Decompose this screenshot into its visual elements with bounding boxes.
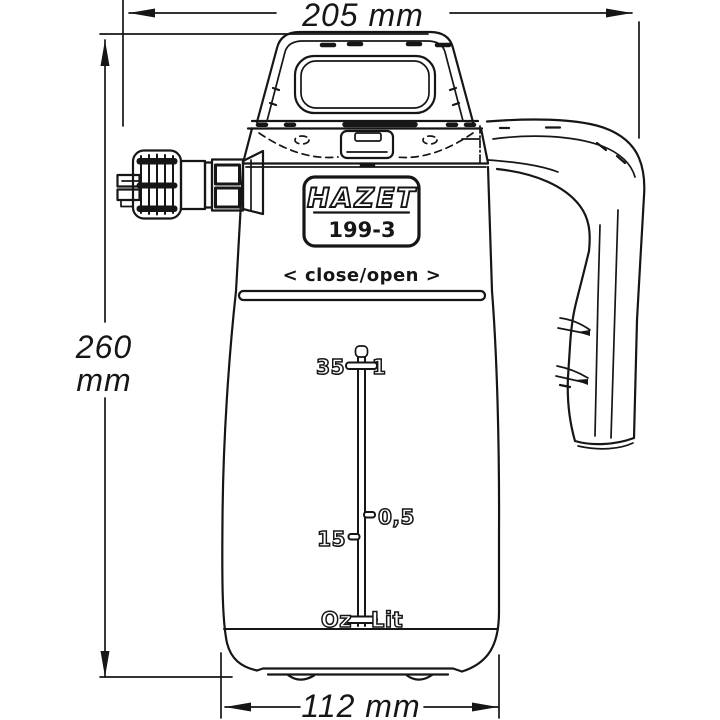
bottle-left-edge	[221, 289, 259, 672]
nozzle-cylinder	[179, 159, 207, 211]
arrowhead-right	[472, 702, 498, 712]
scale-label-35: 35	[316, 355, 345, 379]
height-unit-label: mm	[76, 362, 131, 398]
carry-handle	[255, 30, 475, 124]
bottle-body	[221, 289, 501, 681]
bottle-right-edge	[460, 289, 501, 673]
measuring-scale: 35 1 0,5 15 Oz Lit	[315, 345, 415, 633]
nozzle-window-upper	[214, 163, 241, 186]
grip-rib-line-1	[594, 224, 601, 437]
finger-notch-upper	[557, 317, 591, 336]
model-number: 199-3	[328, 218, 395, 242]
pump-latch-button	[354, 132, 382, 142]
scale-tube-cap	[354, 345, 369, 358]
dimension-height: 260 mm	[75, 33, 429, 678]
nozzle-window-lower	[214, 186, 241, 209]
collar-seam	[237, 289, 487, 302]
carry-handle-leg-marks	[268, 86, 461, 107]
scale-mark-upper-cross	[345, 361, 378, 370]
grip-edge-dashes	[595, 141, 627, 165]
nozzle-prong-lower	[116, 188, 141, 202]
grip-rib-line-2	[610, 209, 619, 439]
pump-head-sides	[241, 127, 490, 165]
spray-nozzle	[116, 149, 265, 220]
scale-mark-bottom-cross	[345, 615, 378, 624]
scale-unit-lit: Lit	[371, 608, 403, 632]
knurl-bands	[136, 158, 178, 212]
nozzle-knurled-cap	[131, 149, 183, 220]
grip-bottom-edge	[573, 436, 636, 446]
base-foot-left	[286, 673, 316, 681]
arrowhead-right	[606, 8, 632, 18]
carry-handle-grip-dashes	[319, 41, 452, 48]
pump-head	[234, 119, 494, 302]
arrowhead-up	[100, 40, 110, 66]
collar-open-close-label: < close/open >	[283, 265, 442, 286]
arrowhead-left	[225, 702, 251, 712]
scale-label-1: 1	[372, 355, 386, 379]
carry-handle-opening-inner	[300, 60, 430, 109]
grip-outer-edge	[485, 118, 646, 440]
pump-latch	[339, 129, 395, 160]
dimension-top-width: 205 mm	[122, 0, 640, 139]
nozzle-prong-foot	[120, 199, 134, 208]
pump-head-hidden-edges	[258, 132, 474, 159]
bottom-width-label: 112 mm	[301, 688, 420, 720]
height-value-label: 260	[75, 329, 132, 365]
base-plate-upper	[255, 667, 464, 673]
carry-handle-opening	[293, 54, 437, 115]
scale-tick-liter-mid	[363, 511, 376, 519]
nozzle-mount	[241, 149, 265, 216]
scale-tick-oz-mid	[347, 533, 361, 541]
finger-notch-lower	[555, 365, 589, 389]
carry-handle-outer	[255, 30, 475, 124]
scale-label-0-5: 0,5	[378, 505, 415, 529]
grip-connector-line	[487, 159, 559, 173]
scale-unit-oz: Oz	[321, 608, 352, 632]
head-body-sides	[234, 165, 494, 293]
grip-bottom-contour	[577, 442, 634, 450]
scale-label-15: 15	[317, 527, 346, 551]
arrowhead-left	[129, 8, 155, 18]
brand-badge: HAZET 199-3	[302, 175, 421, 248]
carry-handle-inner-contour	[266, 40, 464, 122]
top-width-label: 205 mm	[301, 0, 424, 33]
arrowhead-down	[100, 651, 110, 677]
brand-logo-text: HAZET	[307, 183, 418, 214]
dimension-bottom-width: 112 mm	[220, 652, 500, 720]
grip-inner-edge	[495, 167, 591, 443]
base-foot-right	[405, 673, 434, 681]
grip-handle	[461, 118, 646, 450]
grip-top-dashes	[498, 126, 562, 130]
